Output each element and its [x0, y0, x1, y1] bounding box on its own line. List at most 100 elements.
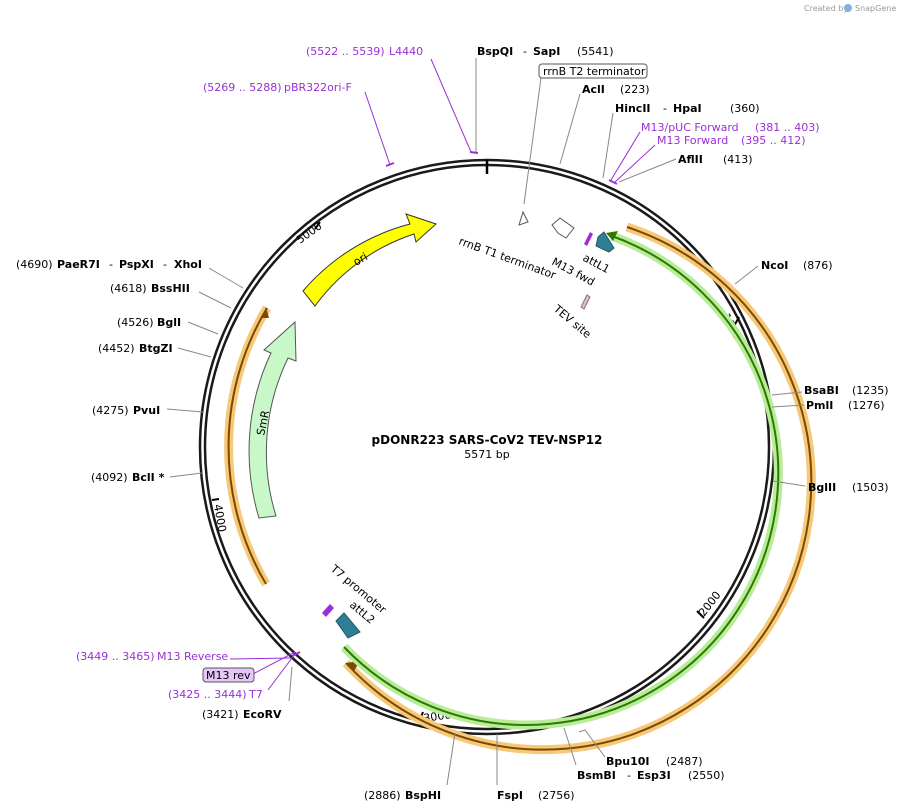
snapgene-logo-icon	[844, 4, 852, 12]
site-name-paer7i: PaeR7I	[57, 258, 100, 271]
site-name-bpu10i: Bpu10I	[606, 755, 650, 768]
smr-feature[interactable]	[248, 320, 297, 519]
site-name2-esp3i: Esp3I	[637, 769, 671, 782]
tick-mark-2000	[696, 610, 705, 619]
site-name3-xhoi: XhoI	[174, 258, 202, 271]
primer-name-t7: T7	[248, 688, 263, 701]
site-pos-pmli: (1276)	[848, 399, 885, 412]
site-pos-bgli: (4526)	[117, 316, 154, 329]
site-pos-pvui: (4275)	[92, 404, 129, 417]
site-leader-ncoi	[734, 265, 759, 285]
site-pos-fspi: (2756)	[538, 789, 575, 802]
site-name-ncoi: NcoI	[761, 259, 788, 272]
primer-leader-m13reverse	[229, 657, 292, 660]
primer-name-m13reverse: M13 Reverse	[157, 650, 228, 663]
site-name-bcli: BclI *	[132, 471, 165, 484]
primer-name-m13puc: M13/pUC Forward	[641, 121, 739, 134]
site-leader-bsshii	[198, 291, 232, 309]
site-pos-aflii: (413)	[723, 153, 753, 166]
nsp12-orf-line	[343, 235, 780, 726]
site-leader-acli	[559, 93, 581, 165]
primer-name-l4440: L4440	[389, 45, 423, 58]
snapgene-credit: Created by SnapGene	[804, 4, 896, 13]
primer-mark-l4440	[469, 151, 479, 154]
site-name-fspi: FspI	[497, 789, 523, 802]
primer-range-t7: (3425 .. 3444)	[168, 688, 247, 701]
tick-label-4000: 4000	[211, 503, 229, 533]
site-name-hincii: HincII	[615, 102, 651, 115]
site-pos-bsmbi: (2550)	[688, 769, 725, 782]
site-name-ecorv: EcoRV	[243, 708, 282, 721]
rrnb-t2-feature[interactable]	[518, 210, 529, 226]
site-leader-bpu10i	[578, 729, 606, 758]
site-name-acli: AclI	[582, 83, 605, 96]
site-leader-pvui	[166, 408, 204, 413]
tev-site-feature[interactable]	[580, 294, 591, 310]
site-name-bglii: BglII	[808, 481, 836, 494]
credit-prefix: Created by	[804, 4, 848, 13]
site-pos-ecorv: (3421)	[202, 708, 239, 721]
primer-range-m13puc: (381 .. 403)	[755, 121, 820, 134]
primer-range-pbr322: (5269 .. 5288)	[203, 81, 282, 94]
site-name-bsshii: BssHII	[151, 282, 190, 295]
site-name-pmli: PmlI	[806, 399, 833, 412]
site-name-bgli: BglI	[157, 316, 181, 329]
primer-range-m13fwd: (395 .. 412)	[741, 134, 806, 147]
m13-rev-leader	[252, 651, 296, 675]
site-pos-bspqi: (5541)	[577, 45, 614, 58]
attl2-feature[interactable]	[335, 612, 361, 639]
site-name-btgzi: BtgZI	[139, 342, 173, 355]
m13-fwd-feature[interactable]	[584, 232, 593, 246]
ori-feature[interactable]	[302, 213, 437, 307]
site-pos-bpu10i: (2487)	[666, 755, 703, 768]
m13-rev-label: M13 rev	[206, 669, 251, 682]
rrnb-t2-leader	[523, 77, 542, 205]
primer-range-m13reverse: (3449 .. 3465)	[76, 650, 155, 663]
site-pos-ncoi: (876)	[803, 259, 833, 272]
primer-leader-t7	[267, 653, 296, 691]
orf-outer-highlight	[342, 222, 816, 755]
ori-label: ori	[351, 250, 370, 268]
site-sep-bspqi: -	[523, 45, 527, 58]
rrnb-t1-label: rrnB T1 terminator	[457, 235, 558, 282]
site-name-bsmbi: BsmBI	[577, 769, 616, 782]
tev-site-label: TEV site	[550, 302, 593, 341]
primer-leader-m13fwd	[614, 144, 656, 183]
rrnb-t2-label: rrnB T2 terminator	[543, 65, 646, 78]
site-leader-pmli	[771, 404, 805, 408]
primer-markers	[291, 151, 618, 657]
site-pos-bsphi: (2886)	[364, 789, 401, 802]
site-leader-bcli	[169, 472, 203, 478]
site-sep-paer7i: -	[109, 258, 113, 271]
plasmid-name: pDONR223 SARS-CoV2 TEV-NSP12	[372, 433, 603, 447]
site-leader-paer7i	[208, 267, 244, 289]
rrnb-t1-feature[interactable]	[551, 217, 575, 239]
site-pos-bsshii: (4618)	[110, 282, 147, 295]
site-leader-bglii	[772, 480, 806, 487]
primer-name-m13fwd: M13 Forward	[657, 134, 728, 147]
primer-name-pbr322: pBR322ori-F	[284, 81, 352, 94]
tick-mark-4000	[211, 498, 220, 501]
primer-leader-pbr322	[364, 91, 391, 166]
site-leader-bsmbi	[563, 727, 577, 766]
site-name-bsphi: BspHI	[405, 789, 441, 802]
site-sep2-pspxi: -	[163, 258, 167, 271]
site-leader-bgli	[187, 321, 219, 335]
t7-promoter-feature[interactable]	[322, 604, 334, 617]
site-leader-aflii	[618, 158, 677, 183]
primer-mark-m13puc	[608, 179, 618, 185]
site-leader-btgzi	[177, 347, 212, 358]
orf-left-line	[227, 307, 268, 585]
primer-leader-m13puc	[610, 131, 641, 181]
site-pos-hincii: (360)	[730, 102, 760, 115]
site-pos-btgzi: (4452)	[98, 342, 135, 355]
attl1-feature[interactable]	[595, 231, 615, 253]
site-name-bspqi: BspQI	[477, 45, 513, 58]
site-sep-hincii: -	[663, 102, 667, 115]
site-pos-paer7i: (4690)	[16, 258, 53, 271]
restriction-sites: BspQI - SapI (5541) AclI (223) HincII - …	[16, 45, 889, 802]
orf-outer-line	[345, 226, 813, 751]
site-name-bsabi: BsaBI	[804, 384, 839, 397]
site-pos-bsabi: (1235)	[852, 384, 889, 397]
